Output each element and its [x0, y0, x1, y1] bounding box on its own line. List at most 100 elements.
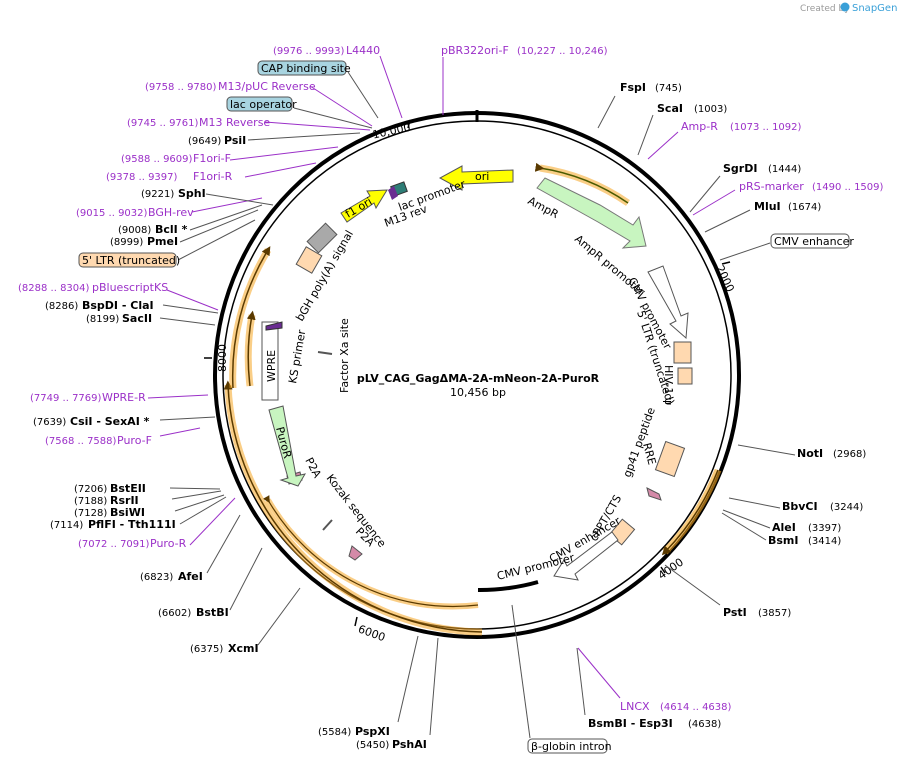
enzyme-pflfi-tth111i[interactable]: PflFI - Tth111I (7114) — [50, 496, 227, 531]
feature-lac-operator-box[interactable]: lac operator — [226, 96, 373, 129]
svg-text:PflFI - Tth111I: PflFI - Tth111I — [88, 518, 176, 531]
enzyme-bcli[interactable]: BclI * (9008) — [118, 204, 263, 236]
tick-2000 — [721, 261, 731, 265]
cmv-enhancer-arrow — [553, 531, 619, 581]
primer-m13-puc-reverse[interactable]: M13/pUC Reverse (9758 .. 9780) — [145, 80, 373, 127]
primer-puro-r[interactable]: Puro-R (7072 .. 7091) — [78, 497, 236, 550]
svg-text:(6602): (6602) — [158, 608, 191, 619]
feature-5ltr-box[interactable]: 5' LTR (truncated) — [78, 219, 256, 268]
svg-text:(745): (745) — [655, 83, 682, 94]
svg-text:BsmBI - Esp3I: BsmBI - Esp3I — [588, 717, 673, 730]
enzyme-psti[interactable]: PstI (3857) — [664, 564, 791, 619]
svg-text:PsiI: PsiI — [224, 134, 246, 147]
svg-text:(1490 .. 1509): (1490 .. 1509) — [812, 182, 884, 193]
enzyme-csii-sexai[interactable]: CsiI - SexAI * (7639) — [33, 415, 216, 428]
cmv-promoter-arrow — [647, 265, 689, 340]
svg-text:(3414): (3414) — [808, 536, 841, 547]
svg-text:F1ori-F: F1ori-F — [193, 152, 231, 165]
svg-text:RsrII: RsrII — [110, 494, 139, 507]
svg-text:SphI: SphI — [178, 187, 206, 200]
primer-pbluescriptks[interactable]: pBluescriptKS (8288 .. 8304) — [18, 281, 219, 311]
svg-text:pBluescriptKS: pBluescriptKS — [92, 281, 168, 294]
enzyme-mlui[interactable]: MluI (1674) — [704, 200, 821, 233]
svg-text:CMV enhancer: CMV enhancer — [774, 235, 854, 248]
svg-text:(7206): (7206) — [74, 484, 107, 495]
primer-f1ori-r[interactable]: F1ori-R (9378 .. 9397) — [106, 162, 317, 183]
enzyme-bsmbi-esp3i[interactable]: BsmBI - Esp3I (4638) — [576, 647, 721, 730]
primer-f1ori-f[interactable]: F1ori-F (9588 .. 9609) — [121, 146, 339, 165]
region-wpre-orange-line — [231, 246, 271, 389]
svg-text:LNCX: LNCX — [620, 700, 650, 713]
svg-text:SacII: SacII — [122, 312, 152, 325]
primer-pbr322ori-f[interactable]: pBR322ori-F (10,227 .. 10,246) — [441, 44, 608, 115]
ori-label: ori — [475, 170, 489, 183]
enzyme-bbvci[interactable]: BbvCI (3244) — [728, 497, 863, 513]
svg-text:BbvCI: BbvCI — [782, 500, 818, 513]
primer-prs-marker[interactable]: pRS-marker (1490 .. 1509) — [692, 180, 884, 216]
enzyme-pmei[interactable]: PmeI (8999) — [110, 209, 259, 248]
enzyme-sphi[interactable]: SphI (9221) — [141, 187, 274, 206]
svg-text:(9378 .. 9397): (9378 .. 9397) — [106, 172, 178, 183]
feature-cap-binding-box[interactable]: CAP binding site — [257, 60, 379, 119]
primer-bgh-rev[interactable]: BGH-rev (9015 .. 9032) — [76, 197, 263, 219]
enzyme-xcmi[interactable]: XcmI (6375) — [190, 587, 301, 655]
enzyme-psii[interactable]: PsiI (9649) — [188, 132, 361, 147]
hiv1-box — [677, 367, 693, 385]
primer-l4440[interactable]: L4440 (9976 .. 9993) — [273, 44, 403, 119]
enzyme-bsiwi[interactable]: BsiWI (7128) — [74, 494, 225, 519]
feature-cmv-enhancer-box[interactable]: CMV enhancer — [719, 233, 854, 261]
enzyme-fspi[interactable]: FspI (745) — [597, 81, 682, 129]
factor-xa-marker — [317, 351, 333, 355]
primer-puro-f[interactable]: Puro-F (7568 .. 7588) — [45, 427, 201, 447]
svg-text:β-globin intron: β-globin intron — [531, 740, 612, 753]
svg-text:pRS-marker: pRS-marker — [739, 180, 804, 193]
wpre-marker — [265, 321, 283, 331]
puror-arrow — [268, 405, 307, 487]
primer-lncx[interactable]: LNCX (4614 .. 4638) — [577, 647, 732, 713]
region-inner-orange-line — [263, 495, 479, 608]
svg-text:ScaI: ScaI — [657, 102, 683, 115]
svg-text:(9221): (9221) — [141, 189, 174, 200]
tick-10000 — [407, 119, 411, 129]
primer-m13-reverse[interactable]: M13 Reverse (9745 .. 9761) — [127, 116, 371, 131]
tick-label-10000: 10,000 — [371, 121, 411, 142]
kozak-label: Kozak sequence — [324, 472, 389, 550]
region-cmv-orange-line — [661, 469, 719, 556]
enzyme-bsmi[interactable]: BsmI (3414) — [721, 512, 841, 547]
cmv-promoter-black-arc — [477, 580, 539, 593]
svg-text:pBR322ori-F: pBR322ori-F — [441, 44, 509, 57]
enzyme-sacii[interactable]: SacII (8199) — [86, 312, 216, 326]
svg-text:M13 Reverse: M13 Reverse — [199, 116, 270, 129]
enzyme-bstbi[interactable]: BstBI (6602) — [158, 547, 263, 619]
svg-text:(1073 .. 1092): (1073 .. 1092) — [730, 122, 802, 133]
bgh-box — [295, 246, 323, 274]
enzyme-sgrdi[interactable]: SgrDI (1444) — [689, 162, 801, 213]
svg-text:BstBI: BstBI — [196, 606, 229, 619]
primer-amp-r[interactable]: Amp-R (1073 .. 1092) — [647, 120, 802, 160]
svg-text:BstEII: BstEII — [110, 482, 146, 495]
svg-text:(9976 .. 9993): (9976 .. 9993) — [273, 46, 345, 57]
svg-text:XcmI: XcmI — [228, 642, 259, 655]
enzyme-noti[interactable]: NotI (2968) — [737, 444, 866, 460]
enzyme-bspdi-clai[interactable]: BspDI - ClaI (8286) — [45, 299, 219, 314]
enzyme-alei[interactable]: AleI (3397) — [722, 509, 841, 534]
primer-wpre-r[interactable]: WPRE-R (7749 .. 7769) — [30, 391, 209, 404]
enzyme-pshai[interactable]: PshAI (5450) — [356, 637, 439, 751]
hiv1-label: HIV-1 ψ — [662, 365, 675, 405]
svg-text:(6823): (6823) — [140, 572, 173, 583]
svg-text:(7568 .. 7588): (7568 .. 7588) — [45, 436, 117, 447]
enzyme-rsrii[interactable]: RsrII (7188) — [74, 490, 222, 507]
svg-text:MluI: MluI — [754, 200, 781, 213]
enzyme-afei[interactable]: AfeI (6823) — [140, 514, 241, 583]
enzyme-bsteii[interactable]: BstEII (7206) — [74, 482, 221, 495]
svg-text:lac operator: lac operator — [230, 98, 297, 111]
feature-beta-globin-box[interactable]: β-globin intron — [511, 604, 612, 754]
enzyme-scai[interactable]: ScaI (1003) — [637, 102, 727, 156]
enzyme-pspxi[interactable]: PspXI (5584) — [318, 635, 419, 738]
svg-text:(7639): (7639) — [33, 417, 66, 428]
ltr5-box — [673, 341, 692, 364]
svg-text:(1003): (1003) — [694, 104, 727, 115]
puror-label: PuroR — [273, 425, 294, 460]
kozak-marker — [322, 519, 333, 531]
